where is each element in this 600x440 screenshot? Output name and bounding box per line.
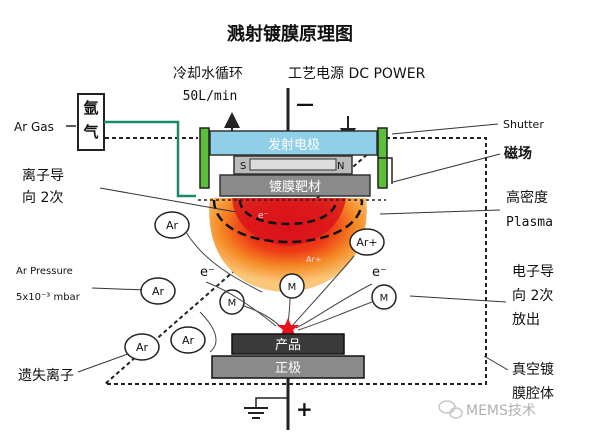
trajectory-line (199, 311, 217, 353)
product-substrate (231, 333, 345, 355)
cathode-label: 发射电极 (268, 137, 320, 153)
positive-terminal-sign: + (296, 397, 313, 421)
ion-guide-label-1: 离子导 (22, 167, 64, 184)
shutter-label: Shutter (503, 118, 544, 131)
ar-atom (124, 333, 160, 361)
ar-atom-label: Ar (166, 219, 179, 232)
metal-atom (371, 284, 397, 310)
magnetic-field-label: 磁场 (504, 145, 532, 162)
shutter-right-bracket (378, 157, 393, 184)
magnet-pole-s: S (240, 161, 246, 172)
anode-label: 正极 (275, 361, 301, 376)
sputter-target (219, 174, 371, 197)
sputter-target-label: 镀膜靶材 (269, 179, 321, 195)
shutter-leader (391, 123, 499, 135)
ground-connection (255, 397, 288, 408)
ar-atom (170, 326, 206, 354)
ar-atom-label: Ar (152, 285, 165, 298)
ar-atom (140, 277, 176, 305)
chamber-leader (483, 355, 509, 371)
argon-bottle-label-1: 氩 (83, 99, 98, 117)
diagram-title: 溅射镀膜原理图 (227, 23, 353, 45)
magnetic-field-line-inner (238, 199, 338, 226)
electron-guide-leader (409, 295, 507, 303)
electron-guide-label-3: 放出 (512, 312, 540, 328)
trajectory-line (185, 231, 263, 293)
ar-pressure-label: Ar Pressure (16, 266, 73, 277)
plasma-core (232, 198, 346, 246)
plasma-ion-label: Ar+ (306, 255, 321, 264)
ar-pressure-value: 5x10⁻³ mbar (16, 292, 81, 303)
ion-guide-leader (99, 187, 237, 213)
ar-ion (349, 228, 385, 256)
ar-atom (154, 211, 190, 239)
electron-guide-label-1: 电子导 (512, 264, 554, 280)
ar-ion-label: Ar+ (356, 236, 377, 249)
ground-icon (244, 407, 268, 419)
watermark-text: MEMS技术 (466, 403, 536, 419)
plasma-electron-label: e⁻ (258, 211, 269, 221)
metal-atom (279, 273, 305, 299)
plasma-leader (379, 209, 501, 215)
trajectory-line (205, 281, 277, 327)
pressure-leader (91, 287, 147, 291)
trajectory-line (291, 255, 355, 327)
magnetic-field-leader (392, 153, 501, 183)
product-label: 产品 (275, 338, 301, 353)
ion-guide-label-2: 向 2次 (22, 190, 63, 206)
ar-atom-label: Ar (182, 334, 195, 347)
trajectory-line (243, 305, 283, 329)
cooling-label: 冷却水循环 (173, 66, 243, 82)
magnetic-field-line-outer (212, 199, 364, 244)
chamber-label-1: 真空镀 (512, 361, 554, 378)
plasma-label-2: Plasma (506, 215, 553, 230)
lost-ions-leader (77, 353, 129, 373)
electron-label: e⁻ (372, 265, 387, 280)
magnet-pole-n: N (337, 161, 344, 172)
cathode-electrode (209, 130, 378, 156)
cooling-flow-rate: 50L/min (183, 89, 238, 104)
lost-ions-label: 遗失离子 (18, 367, 74, 384)
power-supply-label: 工艺电源 DC POWER (288, 66, 426, 82)
magnet-core (249, 158, 337, 171)
ar-gas-label: Ar Gas (14, 120, 54, 134)
ar-gas-feed-line (104, 120, 196, 198)
metal-atom-label: M (228, 298, 237, 309)
ar-atom-label: Ar (136, 341, 149, 354)
plasma-label-1: 高密度 (506, 189, 548, 206)
metal-atom-label: M (380, 293, 389, 304)
shutter-left (199, 127, 210, 189)
argon-gas-bottle (77, 93, 105, 151)
wechat-icon (438, 400, 463, 419)
metal-atom-label: M (288, 282, 297, 293)
chamber-label-2: 膜腔体 (512, 386, 554, 402)
negative-terminal-sign: — (296, 94, 314, 115)
impact-spark (277, 318, 299, 337)
electron-guide-label-2: 向 2次 (512, 288, 553, 304)
vacuum-chamber-outline (102, 137, 487, 385)
electron-label: e⁻ (200, 265, 215, 280)
trajectory-line (297, 301, 373, 331)
trajectory-line (295, 283, 373, 329)
argon-bottle-label-2: 气 (82, 123, 98, 141)
